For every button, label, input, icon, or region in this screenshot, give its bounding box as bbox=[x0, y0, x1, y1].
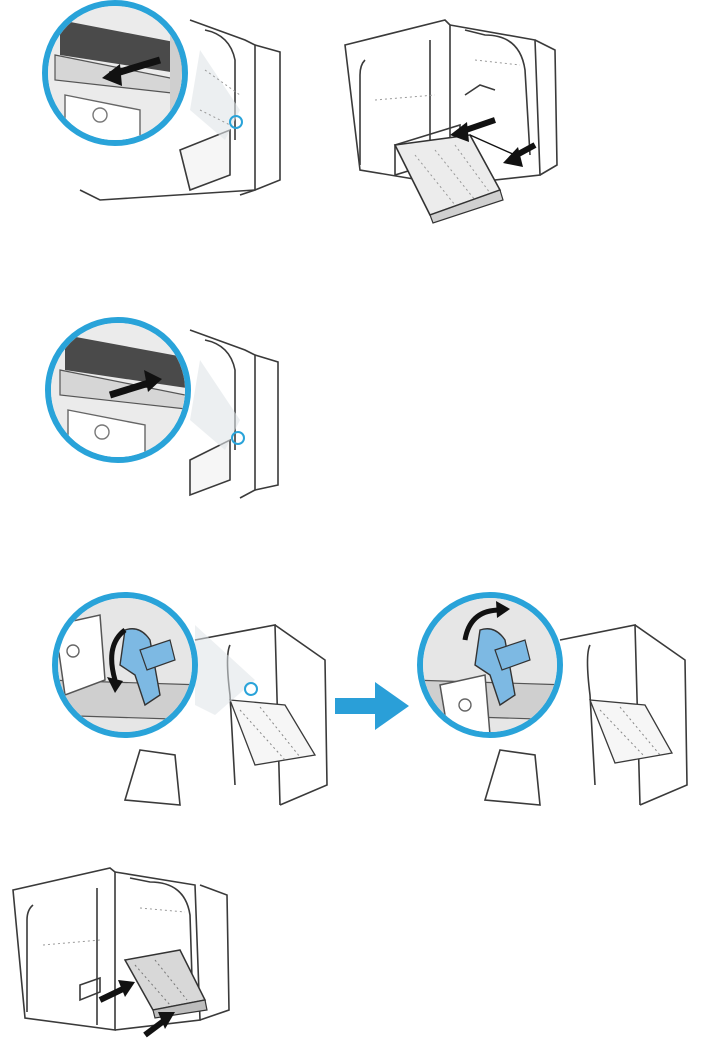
step-5-rotate-lever-up-illustration bbox=[410, 585, 695, 810]
step-3-latch-slide-right-illustration bbox=[40, 310, 290, 500]
printer-door-illustration bbox=[40, 310, 290, 500]
pull-arrow-icon bbox=[503, 145, 535, 167]
zoom-origin-marker bbox=[245, 683, 257, 695]
step-6-push-tray-illustration bbox=[5, 860, 240, 1045]
tray bbox=[590, 700, 672, 763]
zoom-callout bbox=[410, 585, 570, 745]
zoom-origin-marker bbox=[232, 432, 244, 444]
zoom-callout bbox=[40, 310, 200, 470]
transition-arrow bbox=[333, 680, 411, 732]
right-arrow-icon bbox=[333, 680, 411, 732]
tray bbox=[125, 950, 207, 1018]
printer-door-illustration bbox=[40, 0, 290, 205]
printer-open-illustration bbox=[335, 5, 575, 235]
printer-side-illustration bbox=[410, 585, 695, 810]
zoom-callout bbox=[40, 0, 190, 150]
printer-side-illustration bbox=[45, 585, 335, 810]
step-2-pull-tray-illustration bbox=[335, 5, 575, 235]
step-4-rotate-lever-down-illustration bbox=[45, 585, 335, 810]
zoom-callout bbox=[45, 585, 205, 745]
tray bbox=[230, 700, 315, 765]
tray bbox=[395, 135, 503, 223]
step-1-latch-slide-left-illustration bbox=[40, 0, 290, 205]
printer-open-illustration bbox=[5, 860, 240, 1045]
